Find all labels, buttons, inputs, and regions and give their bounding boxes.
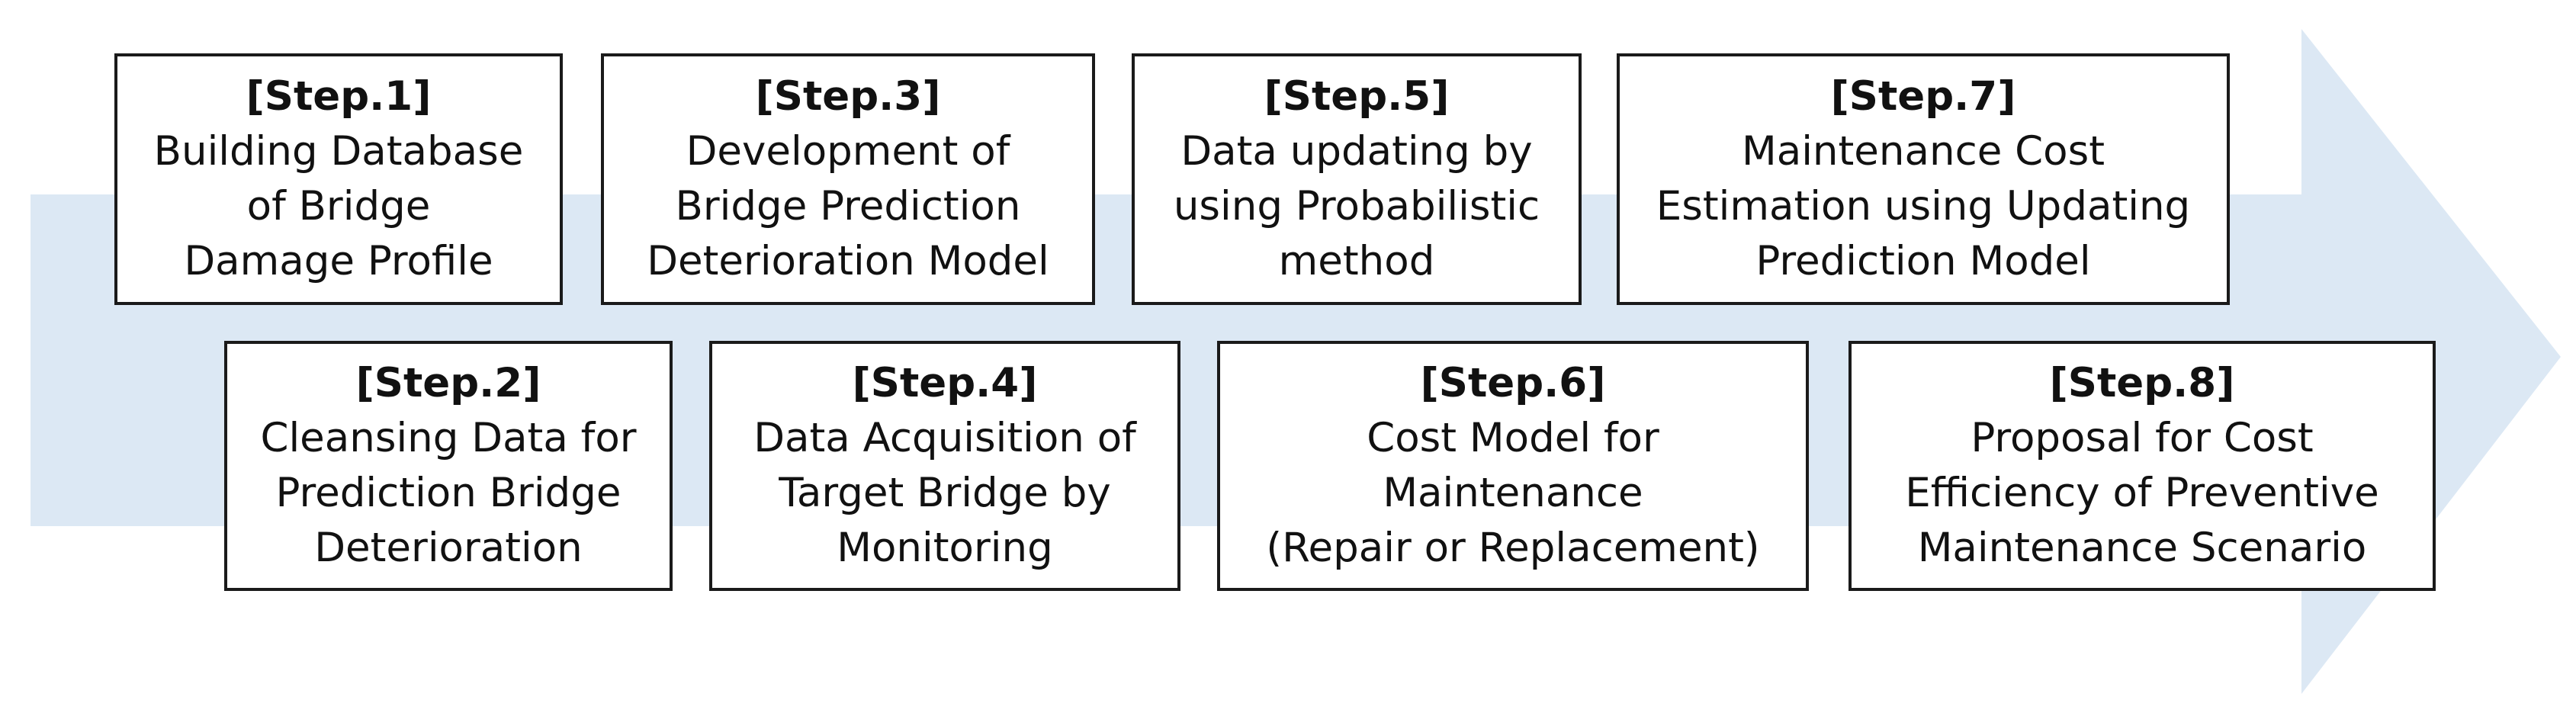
step-1-line-1: Building Database: [153, 128, 524, 175]
step-1-line-2: of Bridge: [246, 183, 431, 230]
step-3-line-1: Development of: [686, 128, 1010, 175]
step-1-box: [Step.1] Building Database of Bridge Dam…: [114, 53, 563, 305]
step-5-title: [Step.5]: [1264, 73, 1450, 120]
step-7-title: [Step.7]: [1830, 73, 2016, 120]
step-1-line-3: Damage Profile: [184, 238, 493, 284]
step-4-line-2: Target Bridge by: [779, 470, 1111, 516]
step-1-title: [Step.1]: [246, 73, 432, 120]
step-7-line-3: Prediction Model: [1755, 238, 2091, 284]
step-6-line-2: Maintenance: [1383, 470, 1643, 516]
step-7-line-2: Estimation using Updating: [1656, 183, 2191, 230]
step-8-title: [Step.8]: [2049, 360, 2235, 406]
step-3-title: [Step.3]: [755, 73, 941, 120]
step-8-line-1: Proposal for Cost: [1971, 415, 2314, 461]
step-8-box: [Step.8] Proposal for Cost Efficiency of…: [1848, 341, 2436, 591]
step-6-line-1: Cost Model for: [1367, 415, 1659, 461]
step-2-line-2: Prediction Bridge: [275, 470, 622, 516]
step-3-box: [Step.3] Development of Bridge Predictio…: [601, 53, 1095, 305]
step-6-line-3: (Repair or Replacement): [1266, 525, 1760, 571]
step-2-title: [Step.2]: [355, 360, 541, 406]
step-5-line-3: method: [1278, 238, 1435, 284]
step-8-line-3: Maintenance Scenario: [1917, 525, 2367, 571]
step-3-line-2: Bridge Prediction: [675, 183, 1021, 230]
step-7-box: [Step.7] Maintenance Cost Estimation usi…: [1617, 53, 2230, 305]
step-5-line-2: using Probabilistic: [1173, 183, 1540, 230]
step-5-box: [Step.5] Data updating by using Probabil…: [1132, 53, 1582, 305]
step-2-line-1: Cleansing Data for: [260, 415, 637, 461]
step-5-line-1: Data updating by: [1180, 128, 1533, 175]
step-6-box: [Step.6] Cost Model for Maintenance (Rep…: [1217, 341, 1809, 591]
step-8-line-2: Efficiency of Preventive: [1905, 470, 2379, 516]
step-6-title: [Step.6]: [1420, 360, 1606, 406]
step-2-line-3: Deterioration: [314, 525, 583, 571]
step-4-box: [Step.4] Data Acquisition of Target Brid…: [709, 341, 1180, 591]
step-3-line-3: Deterioration Model: [647, 238, 1049, 284]
step-4-line-1: Data Acquisition of: [753, 415, 1136, 461]
step-7-line-1: Maintenance Cost: [1742, 128, 2105, 175]
step-4-title: [Step.4]: [852, 360, 1038, 406]
step-4-line-3: Monitoring: [837, 525, 1053, 571]
step-2-box: [Step.2] Cleansing Data for Prediction B…: [224, 341, 673, 591]
